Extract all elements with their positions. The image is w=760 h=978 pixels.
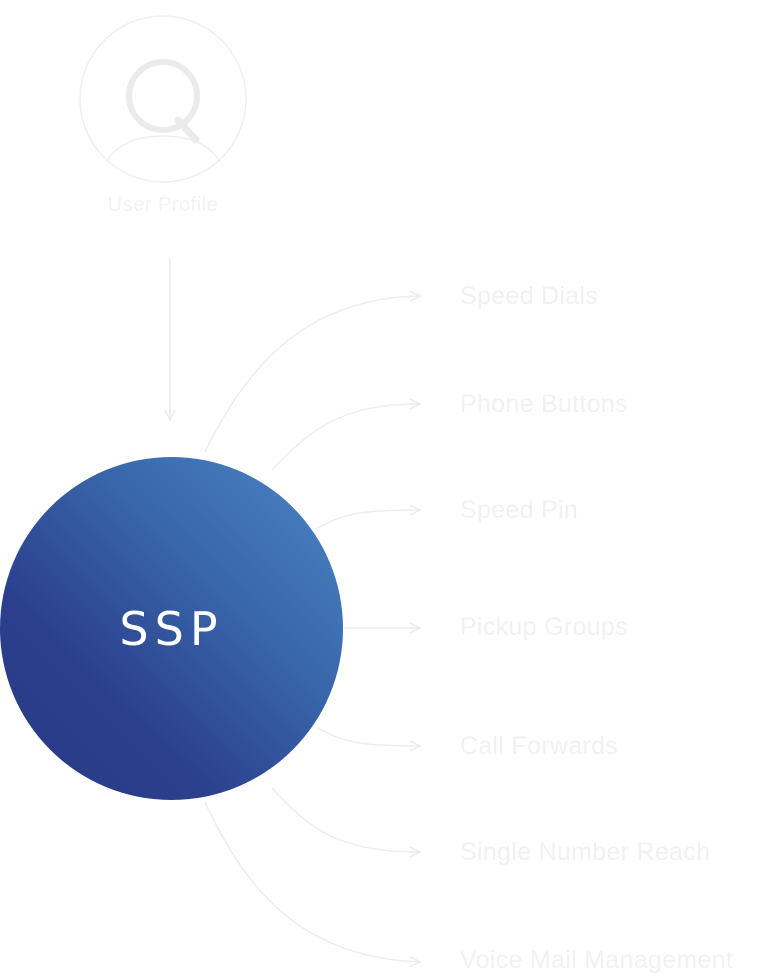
connector-call-forwards bbox=[317, 727, 420, 746]
feature-call-forwards: Call Forwards bbox=[460, 732, 619, 760]
feature-speed-pin: Speed Pin bbox=[460, 496, 579, 524]
feature-voice-mail-management: Voice Mail Management bbox=[460, 946, 734, 974]
connector-phone-buttons bbox=[271, 404, 420, 471]
ssp-hub-node: SSP bbox=[0, 457, 343, 800]
feature-phone-buttons: Phone Buttons bbox=[460, 390, 628, 418]
feature-single-number-reach: Single Number Reach bbox=[460, 838, 711, 866]
user-profile-label: User Profile bbox=[107, 194, 219, 216]
connector-speed-pin bbox=[317, 510, 420, 529]
connector-speed-dials bbox=[204, 296, 420, 453]
ssp-hub-label: SSP bbox=[119, 601, 224, 656]
user-profile-icon bbox=[79, 15, 247, 183]
feature-speed-dials: Speed Dials bbox=[460, 282, 599, 310]
connector-single-number-reach bbox=[271, 787, 420, 852]
feature-pickup-groups: Pickup Groups bbox=[460, 613, 628, 641]
connector-voice-mail-management bbox=[204, 801, 420, 962]
